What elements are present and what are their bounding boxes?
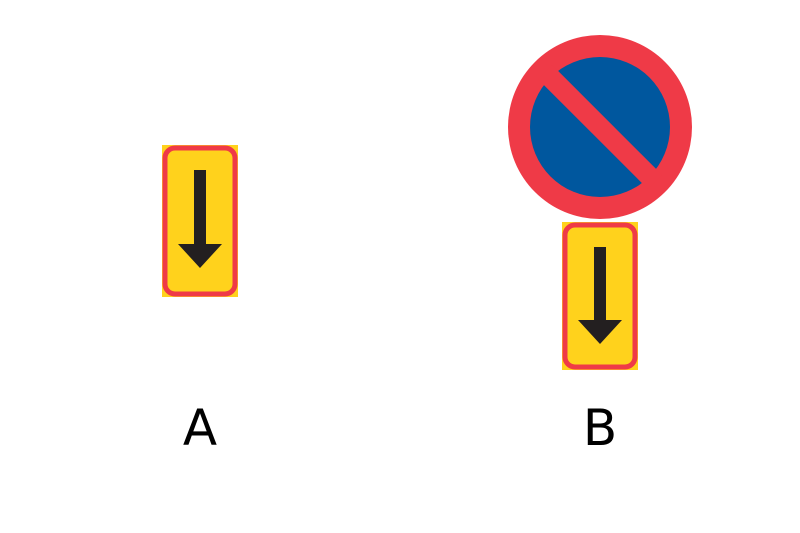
down-arrow-plate-b: [562, 222, 638, 370]
option-a-label: A: [183, 399, 217, 457]
option-b-label: B: [583, 399, 617, 457]
no-parking-diagonal-icon: [537, 64, 663, 190]
option-b: B: [508, 35, 692, 457]
down-arrow-plate-a: [162, 145, 238, 297]
option-a: A: [162, 145, 238, 457]
no-parking-sign: [508, 35, 692, 219]
plate-a-border: [162, 145, 238, 297]
plate-b-border: [562, 222, 638, 370]
down-arrow-icon: [578, 247, 622, 344]
down-arrow-icon: [178, 170, 222, 268]
